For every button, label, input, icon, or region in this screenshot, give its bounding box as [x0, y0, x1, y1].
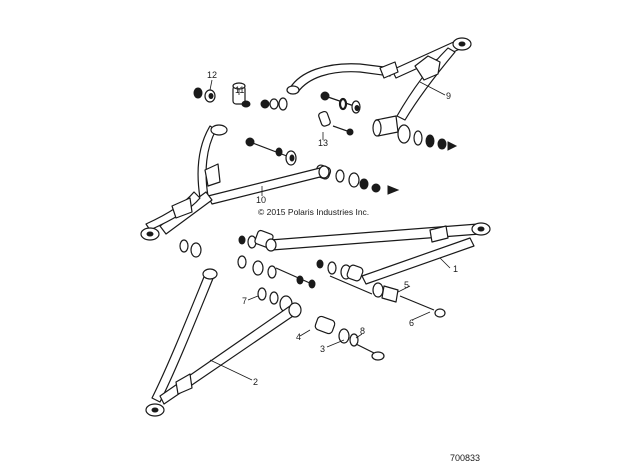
- hardware-row-upper: [318, 91, 458, 151]
- callout-11: 11: [235, 85, 244, 95]
- callout-2: 2: [253, 377, 258, 387]
- a-arm-lower-right: [265, 222, 491, 285]
- document-number: 700833: [450, 453, 480, 463]
- a-arm-upper-left: [140, 124, 330, 241]
- hardware-row-10: [179, 229, 274, 258]
- callout-13: 13: [318, 138, 328, 148]
- callout-leaders: [209, 79, 451, 381]
- hardware-row-lower: [257, 287, 385, 361]
- callout-5: 5: [404, 280, 409, 290]
- a-arm-lower-left: [145, 268, 302, 417]
- callout-10: 10: [256, 195, 266, 205]
- a-arm-upper-right: [286, 37, 472, 137]
- callout-12: 12: [207, 70, 217, 80]
- copyright-notice: © 2015 Polaris Industries Inc.: [258, 207, 369, 217]
- hardware-small-left: [193, 82, 288, 111]
- callout-7: 7: [242, 296, 247, 306]
- callout-3: 3: [320, 344, 325, 354]
- callout-9: 9: [446, 91, 451, 101]
- callout-8: 8: [360, 326, 365, 336]
- callout-1: 1: [453, 264, 458, 274]
- callout-6: 6: [409, 318, 414, 328]
- callout-4: 4: [296, 332, 301, 342]
- hardware-row-middle: [237, 255, 446, 318]
